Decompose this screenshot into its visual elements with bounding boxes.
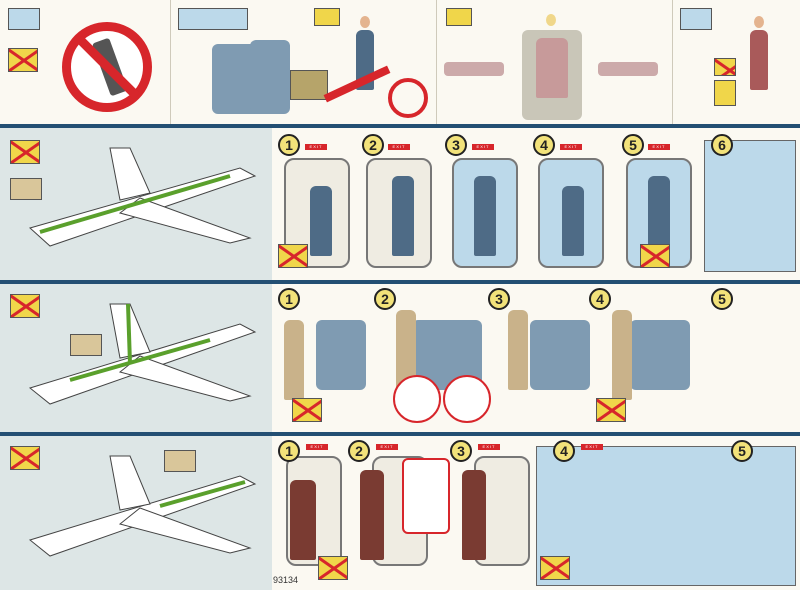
- exit-sign: EXIT: [376, 444, 398, 450]
- no-luggage-icon: [596, 398, 626, 422]
- exit-sign: EXIT: [305, 144, 327, 150]
- prohibited-icon: [10, 140, 40, 164]
- exit-sign: EXIT: [560, 144, 582, 150]
- no-fire-icon: [318, 556, 348, 580]
- prohibited-icon: [8, 48, 38, 72]
- no-fire-icon: [292, 398, 322, 422]
- airplane-diagram: [28, 303, 257, 405]
- exit-sign-icon: [70, 334, 102, 356]
- step-2: 2: [348, 440, 370, 462]
- step-2: 2: [374, 288, 396, 310]
- no-luggage-icon: [640, 244, 670, 268]
- step-1: 1: [278, 134, 300, 156]
- stow-luggage-sign-icon: [314, 8, 340, 26]
- evacuation-scene: [704, 140, 796, 272]
- step-5: 5: [731, 440, 753, 462]
- toilet-icon: [714, 80, 736, 106]
- tailcone-evacuation-scene: [536, 446, 796, 586]
- step-4: 4: [589, 288, 611, 310]
- no-smoking-icon: [714, 58, 736, 76]
- overwing-evacuation-scene: [705, 290, 797, 426]
- handle-detail-inset: [402, 458, 450, 534]
- exit-sign-icon: [164, 450, 196, 472]
- luggage-icon: [290, 70, 328, 100]
- exit-sign: EXIT: [478, 444, 500, 450]
- seatbelt-panel: [438, 0, 670, 124]
- no-laptop-icon: [388, 78, 428, 118]
- no-phone-panel: [0, 0, 160, 124]
- step-5: 5: [711, 288, 733, 310]
- prohibited-icon: [10, 294, 40, 318]
- exit-sign: EXIT: [472, 144, 494, 150]
- step-4: 4: [553, 440, 575, 462]
- airplane-landing-icon: [178, 8, 248, 30]
- airplane-diagram: [28, 455, 257, 557]
- exit-sign: EXIT: [388, 144, 410, 150]
- handle-detail-circle: [443, 375, 491, 423]
- seat-upright-panel: [172, 0, 434, 124]
- step-3: 3: [488, 288, 510, 310]
- exit-sign: EXIT: [306, 444, 328, 450]
- cabin-door-diagram-panel: [0, 128, 272, 280]
- overwing-diagram-panel: [0, 284, 272, 432]
- airplane-diagram: [28, 147, 257, 247]
- step-5: 5: [622, 134, 644, 156]
- tailcone-diagram-panel: [0, 436, 272, 590]
- step-3: 3: [450, 440, 472, 462]
- step-2: 2: [362, 134, 384, 156]
- buckle-close-icon: [598, 62, 658, 76]
- airplane-icon: [680, 8, 712, 30]
- evacuation-path: [39, 174, 231, 234]
- step-3: 3: [445, 134, 467, 156]
- no-smoking-lavatory-panel: [674, 0, 800, 124]
- handle-detail-circle: [393, 375, 441, 423]
- form-number: 93134: [273, 575, 299, 585]
- exit-sign: EXIT: [581, 444, 603, 450]
- buckle-open-icon: [444, 62, 504, 76]
- no-phone-icon: [62, 22, 152, 112]
- step-4: 4: [533, 134, 555, 156]
- exit-sign-icon: [10, 178, 42, 200]
- step-1: 1: [278, 440, 300, 462]
- step-1: 1: [278, 288, 300, 310]
- seatbelt-sign-icon: [446, 8, 472, 26]
- no-fire-icon: [278, 244, 308, 268]
- prohibited-icon: [10, 446, 40, 470]
- airplane-takeoff-icon: [8, 8, 40, 30]
- no-luggage-icon: [540, 556, 570, 580]
- step-6: 6: [711, 134, 733, 156]
- exit-sign: EXIT: [648, 144, 670, 150]
- top-row: [0, 0, 800, 124]
